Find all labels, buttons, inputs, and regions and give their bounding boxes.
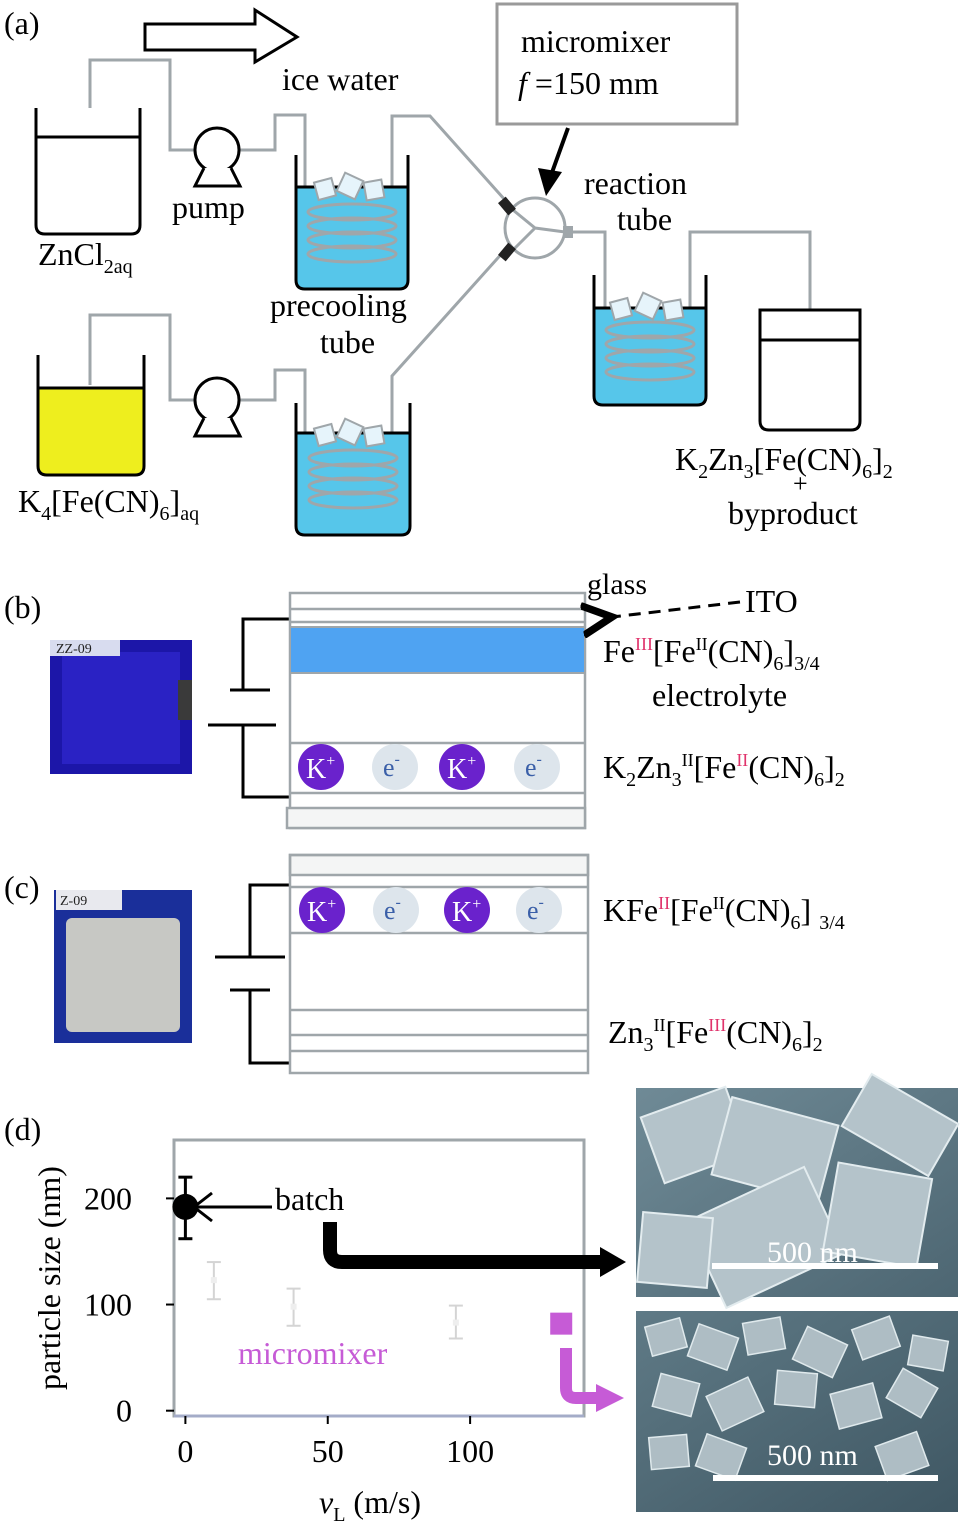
svg-text:K+: K+ [306, 753, 335, 785]
micromixer-pointer-arrowhead [538, 168, 562, 196]
micromixer-label: micromixer [521, 23, 671, 59]
batch-annotation: batch [275, 1181, 344, 1217]
precooling-label-1: precooling [270, 287, 407, 323]
precooling-bath-2 [294, 403, 412, 537]
svg-text:ZZ-09: ZZ-09 [56, 642, 92, 657]
glass-label: glass [587, 568, 647, 601]
power-supply-bracket [208, 617, 290, 799]
electron-icon [372, 744, 418, 790]
micromixer-focal: f =150 mm [518, 65, 659, 101]
device-photo-colored: ZZ-09 [50, 640, 192, 774]
ito-pointer-arrow [612, 600, 741, 617]
micromixer-to-sem-arrowhead [596, 1384, 624, 1412]
ions-b: K+ e- K+ e- [298, 744, 560, 790]
prussian-blue-layer [289, 626, 586, 674]
svg-text:e-: e- [527, 894, 544, 925]
y-tick-label: 200 [84, 1180, 132, 1216]
data-point-micromixer [550, 1312, 573, 1335]
zinc-hexacyanoferrate-formula: K2Zn3II[FeII(CN)6]2 [603, 749, 845, 791]
sem-scale-bar-top: 500 nm [767, 1236, 858, 1269]
svg-text:e-: e- [383, 751, 400, 782]
k-ion-icon [298, 744, 344, 790]
ice-water-label: ice water [282, 61, 399, 97]
batch-to-sem-arrowhead [600, 1247, 626, 1277]
device-photo-bleached: Z-09 [54, 890, 192, 1043]
data-point-micromixer [290, 1303, 297, 1310]
pump-2-icon [192, 376, 243, 438]
pump-1-icon [192, 126, 243, 188]
prussian-blue-formula: FeIII[FeII(CN)6]3/4 [603, 633, 820, 675]
panel-c: (c) Z-09 K+ [4, 853, 845, 1075]
precooling-bath-1 [294, 155, 410, 291]
particle-size-chart: 0 50 100 0 100 200 vL (m/s) particle size (nm) [31, 1138, 586, 1524]
oxidized-zinc-formula: Zn3II[FeIII(CN)6]2 [608, 1014, 823, 1056]
svg-text:e-: e- [525, 751, 542, 782]
precooling-label-2: tube [320, 324, 375, 360]
device-stack-b [285, 591, 587, 830]
panel-b: (b) ZZ-09 K+ [4, 568, 845, 830]
svg-text:K+: K+ [447, 753, 476, 785]
data-point-batch [172, 1193, 199, 1220]
reaction-bath [592, 275, 708, 407]
micromixer-annotation: micromixer [238, 1335, 388, 1371]
panel-a: (a) ice water micromixer f =150 mm ZnCl2… [4, 2, 893, 537]
data-point-micromixer [452, 1319, 459, 1326]
device-stack-c [288, 853, 590, 1075]
batch-to-sem-arrow [323, 1222, 606, 1269]
svg-text:e-: e- [384, 894, 401, 925]
panel-a-label: (a) [4, 5, 40, 41]
k-ion-icon [444, 887, 490, 933]
sem-image-micromixer: 500 nm [636, 1311, 958, 1512]
k-ion-icon [299, 887, 345, 933]
y-axis-label: particle size (nm) [31, 1166, 67, 1390]
panel-b-label: (b) [4, 589, 41, 625]
electron-icon [516, 887, 562, 933]
batch-pointer-arrow [191, 1191, 272, 1223]
micromixer-to-sem-arrow [560, 1348, 600, 1404]
panel-d-label: (d) [4, 1111, 41, 1147]
reaction-tube-label-1: reaction [584, 165, 687, 201]
y-tick-label: 100 [84, 1287, 132, 1323]
product-formula-label: K2Zn3[Fe(CN)6]2 [675, 441, 893, 483]
plot-frame [172, 1138, 586, 1418]
svg-text:Z-09: Z-09 [60, 894, 87, 909]
zncl2-beaker [34, 108, 142, 236]
micromixer-label-box [495, 2, 739, 126]
svg-text:K+: K+ [452, 896, 481, 928]
ito-label: ITO [745, 583, 798, 619]
panel-d: (d) 0 50 100 0 100 200 vL (m/s) particle size (… [4, 1072, 960, 1524]
prussian-white-formula: KFeII[FeII(CN)6]3/4 [603, 892, 845, 934]
k-ion-icon [439, 744, 485, 790]
micromixer-junction-icon [498, 196, 573, 262]
x-axis-label: vL (m/s) [319, 1484, 421, 1524]
k4fecn6-label: K4[Fe(CN)6]aq [18, 483, 199, 525]
pump-label: pump [172, 189, 245, 225]
electrolyte-label: electrolyte [652, 677, 787, 713]
sem-scale-bar-bottom: 500 nm [767, 1439, 858, 1472]
panel-c-label: (c) [4, 869, 40, 905]
x-tick-label: 100 [446, 1433, 494, 1469]
reaction-tube-label-2: tube [617, 201, 672, 237]
electron-icon [373, 887, 419, 933]
x-tick-label: 0 [177, 1433, 193, 1469]
zncl2-label: ZnCl2aq [38, 236, 133, 278]
ions-c: K+ e- K+ e- [299, 887, 562, 933]
power-supply-bracket-c [215, 883, 290, 1065]
flow-direction-arrow-icon [143, 7, 300, 65]
data-point-micromixer [210, 1277, 217, 1284]
svg-text:K+: K+ [307, 896, 336, 928]
electron-icon [514, 744, 560, 790]
sem-image-batch: 500 nm [635, 1072, 960, 1310]
product-beaker [758, 308, 862, 432]
byproduct-label: byproduct [728, 495, 858, 531]
x-tick-label: 50 [312, 1433, 344, 1469]
micromixer-pointer-arrow [548, 127, 570, 179]
plus-sign: + [793, 469, 808, 498]
k4fecn6-beaker [36, 355, 146, 477]
y-tick-label: 0 [116, 1393, 132, 1429]
